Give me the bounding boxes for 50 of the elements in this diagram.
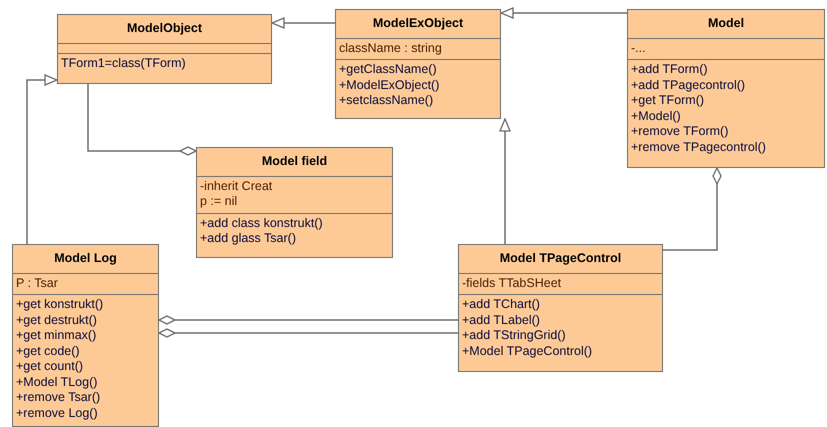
aggregation-line bbox=[158, 315, 458, 325]
method-text: +ModelExObject() bbox=[339, 78, 440, 93]
method-text: +add class konstrukt() bbox=[200, 216, 324, 231]
method-text: +remove TPagecontrol() bbox=[631, 140, 767, 155]
aggregation-line bbox=[87, 84, 197, 156]
class-name: Model TPageControl bbox=[498, 251, 622, 266]
attribute-text: P : Tsar bbox=[16, 276, 59, 291]
method-text: +add TChart() bbox=[462, 297, 541, 312]
method-text: +get destrukt() bbox=[16, 312, 98, 328]
class-box bbox=[57, 14, 272, 84]
method-text: +get konstrukt() bbox=[16, 297, 104, 312]
class-name: ModelObject bbox=[126, 21, 203, 36]
attribute-text: -fields TTabSHeet bbox=[462, 276, 562, 291]
aggregation-line bbox=[158, 328, 458, 338]
method-text: +add glass Tsar() bbox=[200, 231, 297, 246]
class-name: ModelExObject bbox=[372, 16, 464, 32]
method-text: +get code() bbox=[16, 344, 81, 359]
class-box bbox=[627, 9, 825, 168]
method-text: +add TLabel() bbox=[462, 312, 541, 328]
method-text: +add TForm() bbox=[631, 62, 709, 78]
attribute-text: -inherit Creat bbox=[200, 178, 274, 194]
class-box bbox=[335, 9, 501, 119]
class-box bbox=[196, 147, 393, 258]
generalization-arrow bbox=[271, 17, 335, 29]
method-text: +remove Tsar() bbox=[16, 390, 102, 406]
class-name: Model field bbox=[260, 154, 328, 170]
attribute-text: -... bbox=[631, 40, 647, 56]
generalization-arrow bbox=[500, 7, 627, 19]
class-name: Model Log bbox=[53, 251, 118, 266]
class-box bbox=[458, 244, 663, 372]
method-text: +get count() bbox=[16, 359, 84, 374]
class-name: Model bbox=[706, 16, 746, 32]
method-text: +remove Log() bbox=[16, 406, 99, 421]
method-text: +setclassName() bbox=[339, 93, 434, 108]
attribute-text: className : string bbox=[339, 40, 443, 56]
method-text: +remove TForm() bbox=[631, 124, 730, 140]
method-text: +get TForm() bbox=[631, 93, 706, 108]
aggregation-line bbox=[663, 167, 722, 251]
class-box bbox=[12, 244, 159, 427]
method-text: +Model TPageControl() bbox=[462, 344, 594, 359]
method-text: +Model() bbox=[631, 108, 682, 124]
method-text: +add TStringGrid() bbox=[462, 328, 567, 344]
attribute-text: p := nil bbox=[200, 194, 238, 210]
method-text: +get minmax() bbox=[16, 328, 98, 344]
generalization-arrow bbox=[26, 74, 58, 244]
method-text: +add TPagecontrol() bbox=[631, 78, 746, 93]
method-text: TForm1=class(TForm) bbox=[61, 56, 187, 71]
method-text: +getClassName() bbox=[339, 62, 438, 78]
generalization-arrow bbox=[499, 118, 511, 244]
method-text: +Model TLog() bbox=[16, 374, 98, 390]
